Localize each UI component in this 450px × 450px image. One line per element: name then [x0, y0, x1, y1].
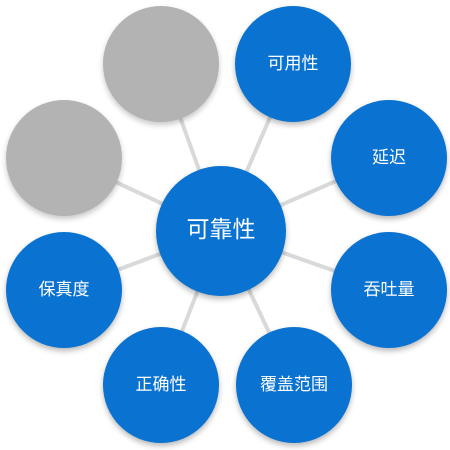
node-latency: 延迟: [331, 100, 447, 216]
node-label: 吞吐量: [363, 279, 415, 300]
node-label: 延迟: [372, 147, 406, 168]
node-throughput: 吞吐量: [331, 232, 447, 348]
node-label: 保真度: [38, 279, 90, 300]
node-label: 正确性: [135, 374, 187, 395]
node-correctness: 正确性: [103, 327, 219, 443]
center-node-reliability: 可靠性: [156, 166, 286, 296]
node-label: 可用性: [267, 53, 319, 74]
node-coverage: 覆盖范围: [236, 327, 352, 443]
empty-node-top-left: [103, 6, 219, 122]
node-fidelity: 保真度: [6, 232, 122, 348]
center-label: 可靠性: [186, 217, 256, 244]
node-label: 覆盖范围: [260, 374, 328, 395]
empty-node-left: [6, 100, 122, 216]
node-availability: 可用性: [235, 6, 351, 122]
